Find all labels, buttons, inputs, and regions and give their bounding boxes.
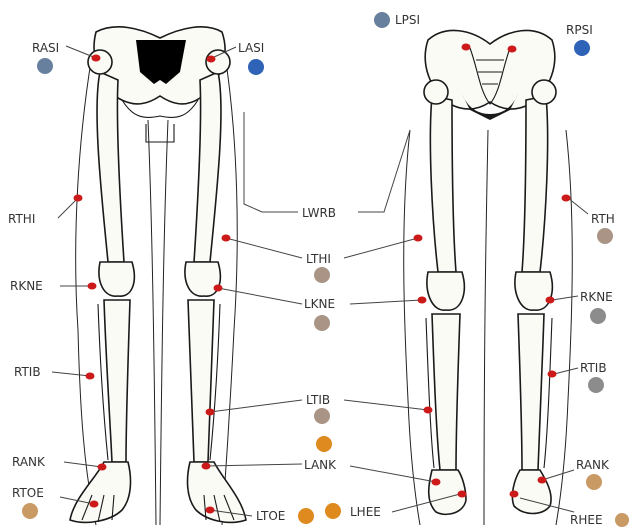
marker-lhee [458, 491, 467, 498]
label-rasi: RASI [32, 41, 59, 55]
label-ltoe: LTOE [256, 509, 285, 523]
marker-lkne-back [418, 297, 427, 304]
label-rank-back: RANK [576, 458, 610, 472]
label-lwrb: LWRB [302, 206, 336, 220]
dot-lank [316, 436, 332, 452]
label-rtib-front: RTIB [14, 365, 41, 379]
dot-rth [597, 228, 613, 244]
dot-lpsi [374, 12, 390, 28]
dot-rhee [615, 513, 629, 527]
marker-rank [98, 464, 107, 471]
marker-rkne [88, 283, 97, 290]
dot-rpsi [574, 40, 590, 56]
marker-rtib-back [548, 371, 557, 378]
marker-lasi [207, 56, 216, 63]
dot-lhee [325, 503, 341, 519]
label-rhee: RHEE [570, 513, 603, 527]
back-view-skeleton [404, 30, 573, 525]
marker-lank [202, 463, 211, 470]
dot-lasi [248, 59, 264, 75]
marker-lank-back [432, 479, 441, 486]
label-rthi: RTHI [8, 212, 35, 226]
dot-rkne-back [590, 308, 606, 324]
dot-rasi [37, 58, 53, 74]
marker-lthi-back [414, 235, 423, 242]
label-rtoe: RTOE [12, 486, 44, 500]
marker-rtib [86, 373, 95, 380]
dot-ltoe [298, 508, 314, 524]
marker-lpsi [462, 44, 471, 51]
label-lpsi: LPSI [395, 13, 420, 27]
label-lank: LANK [304, 458, 337, 472]
label-lkne: LKNE [304, 297, 335, 311]
label-rank-front: RANK [12, 455, 46, 469]
label-lhee: LHEE [350, 505, 381, 519]
marker-rhee [510, 491, 519, 498]
marker-rpsi [508, 46, 517, 53]
label-rpsi: RPSI [566, 23, 593, 37]
marker-ltib-back [424, 407, 433, 414]
marker-rank-back [538, 477, 547, 484]
label-ltib: LTIB [306, 393, 330, 407]
label-lthi: LTHI [306, 252, 331, 266]
dot-rtib-back [588, 377, 604, 393]
marker-ltoe [206, 507, 215, 514]
marker-ltib [206, 409, 215, 416]
label-rkne-front: RKNE [10, 279, 43, 293]
dot-lthi [314, 267, 330, 283]
marker-lthi [222, 235, 231, 242]
marker-rthi [74, 195, 83, 202]
front-view-skeleton [70, 27, 246, 525]
marker-rtoe [90, 501, 99, 508]
marker-rasi [92, 55, 101, 62]
dot-rank-back [586, 474, 602, 490]
dot-lkne [314, 315, 330, 331]
label-rth: RTH [591, 212, 615, 226]
marker-lkne [214, 285, 223, 292]
marker-rth-back [562, 195, 571, 202]
dot-rtoe [22, 503, 38, 519]
dot-ltib [314, 408, 330, 424]
marker-rkne-back [546, 297, 555, 304]
label-lasi: LASI [238, 41, 264, 55]
label-rkne-back: RKNE [580, 290, 613, 304]
label-rtib-back: RTIB [580, 361, 607, 375]
